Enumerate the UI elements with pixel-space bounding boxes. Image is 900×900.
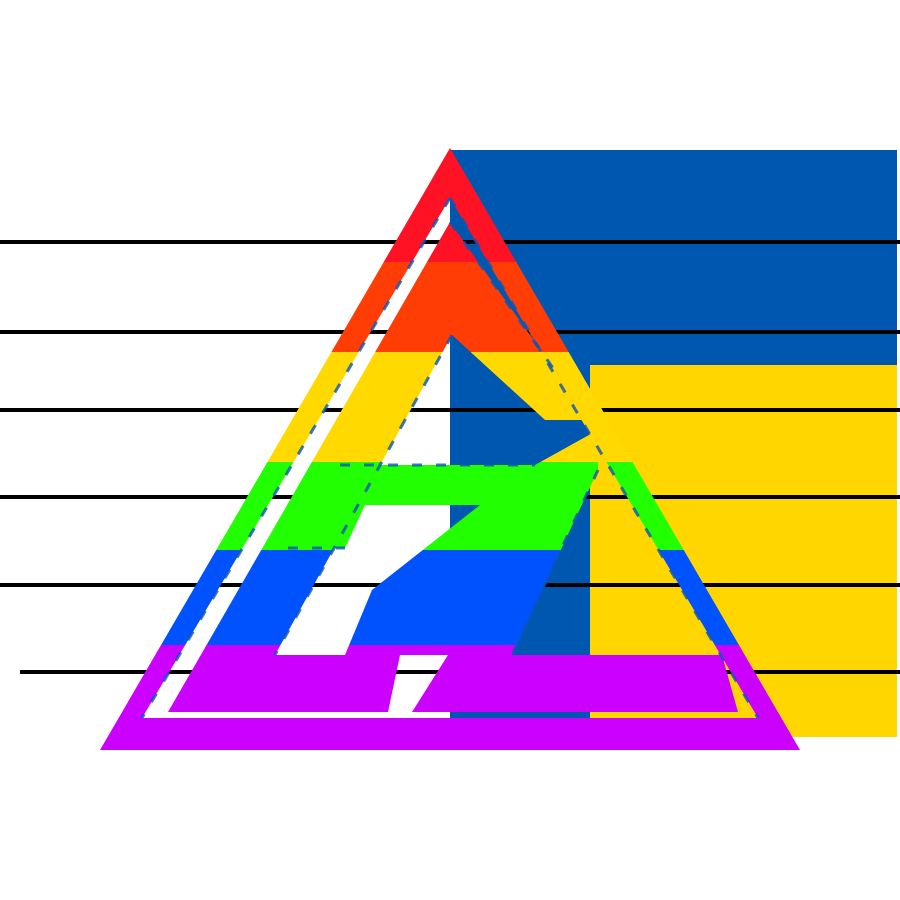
- dashed-overlay: [140, 197, 760, 719]
- dash-stroke: [448, 221, 562, 379]
- band-violet: [100, 645, 800, 750]
- dash-stroke: [273, 419, 407, 656]
- dash-stroke: [510, 469, 600, 656]
- dash-stroke: [448, 197, 760, 719]
- dash-stroke: [403, 334, 454, 421]
- backdrop-panels: [450, 150, 897, 737]
- dash-stroke: [140, 197, 452, 719]
